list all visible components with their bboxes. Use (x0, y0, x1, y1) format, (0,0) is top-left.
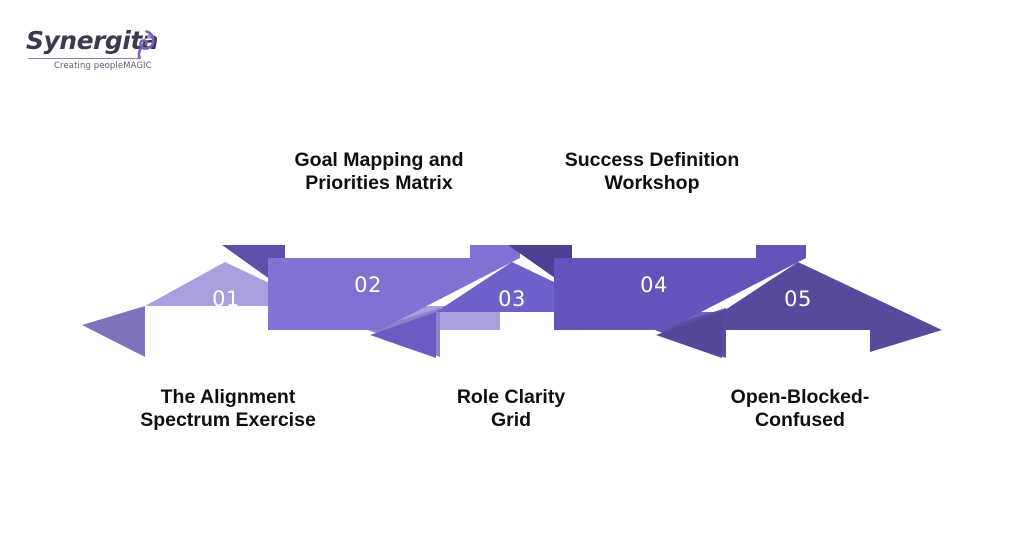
logo-divider (28, 58, 140, 59)
segment-03-number: 03 (498, 287, 526, 311)
segment-02-body (268, 245, 520, 330)
segment-04-number: 04 (640, 273, 668, 297)
brand-logo: Synergita Creating peopleMAGIC (26, 28, 166, 78)
segment-04-label: Success Definition Workshop (564, 149, 740, 195)
segment-02-number: 02 (354, 273, 382, 297)
segment-03-label: Role Clarity Grid (456, 386, 566, 432)
segment-05-body (722, 262, 942, 352)
segment-02[interactable]: 02 (222, 245, 520, 330)
segment-01-label: The Alignment Spectrum Exercise (140, 386, 316, 432)
segment-04[interactable]: 04 (508, 245, 806, 330)
segment-01-number: 01 (212, 287, 240, 311)
brand-tagline: Creating peopleMAGIC (54, 61, 152, 71)
segment-05[interactable]: 05 (656, 262, 942, 358)
segment-02-label: Goal Mapping and Priorities Matrix (294, 149, 464, 195)
segment-05-number: 05 (784, 287, 812, 311)
segment-03-tail-barb (370, 312, 436, 358)
segment-03-body (436, 262, 788, 330)
segment-04-body (554, 245, 806, 330)
segment-01-tail-barb (82, 306, 145, 357)
segment-05-tail-barb (656, 312, 722, 358)
segment-05-label: Open-Blocked- Confused (730, 386, 870, 432)
swirl-mark-icon (130, 30, 156, 60)
brand-wordmark: Synergita (26, 26, 159, 55)
